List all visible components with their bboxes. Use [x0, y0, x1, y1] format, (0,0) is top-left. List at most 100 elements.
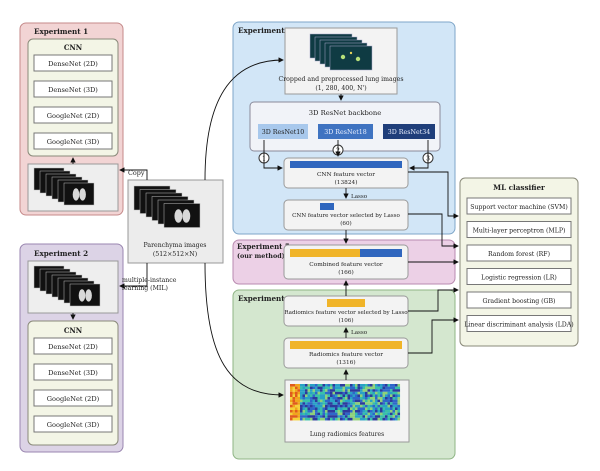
ml-classifier-item-label-3: Random forest (RF) [488, 251, 550, 258]
radiomics-feature-vector-size: (1316) [336, 359, 355, 366]
experiment-2-model-box-2 [33, 363, 113, 381]
cropped-images-shape: (1, 280, 400, N') [315, 85, 366, 92]
ml-classifier-item-2 [466, 221, 572, 238]
experiment-1-stack-slice-6 [63, 182, 95, 206]
lung-radiomics-heatmap [290, 384, 401, 421]
ml-classifier-items: Support vector machine (SVM) Multi-layer … [464, 197, 574, 332]
ml-classifier-item-6 [466, 315, 572, 332]
radiomics-feature-vector-bar [290, 341, 402, 349]
radiomics-selected-vector-size: (106) [338, 317, 353, 324]
arrow-resnet10-to-cnn-fv [263, 140, 283, 171]
experiment-2-model-box-3 [33, 389, 113, 407]
experiment-1-model-label-1: DenseNet (2D) [48, 60, 98, 68]
ml-classifier-item-3 [466, 244, 572, 262]
arrow-radiomics-fv-to-ml [408, 317, 459, 354]
arrow-cnn-selected-to-ml [408, 213, 459, 249]
cnn-selected-vector-label: CNN feature vector selected by Lasso [292, 213, 400, 219]
experiment-2-cnn-title: CNN [64, 326, 83, 335]
parenchyma-label: Parenchyma images [144, 242, 207, 249]
cnn-feature-vector-bar [290, 161, 402, 168]
combined-radiomics-part [290, 249, 360, 257]
combined-cnn-part [360, 249, 402, 257]
arrow-parenchyma-copy [119, 167, 148, 180]
experiment-1-model-box-4 [33, 132, 113, 150]
ml-classifier-item-label-2: Multi-layer perceptron (MLP) [473, 228, 566, 235]
experiment-4-title: Experiment 4 [238, 294, 292, 303]
experiment-1-models: DenseNet (2D) DenseNet (3D) GoogleNet (2D)… [33, 54, 113, 150]
experiment-1-model-box-2 [33, 80, 113, 98]
ml-classifier-item-5 [466, 291, 572, 309]
radiomics-selected-vector-label: Radiomics feature vector selected by Las… [284, 310, 408, 316]
cnn-selected-vector-bar [320, 203, 334, 210]
experiment-1-image-stack [33, 167, 95, 206]
cropped-slice-5 [329, 45, 373, 71]
cropped-images-label: Cropped and preprocessed lung images [278, 76, 403, 83]
experiment-4-panel: Experiment 4 Radiomics feature vector se… [232, 289, 456, 460]
ml-classifier-panel: ML classifier Support vector machine (SV… [459, 177, 579, 347]
cnn-feature-vector-label: CNN feature vector [317, 172, 375, 178]
experiment-1-model-label-4: GoogleNet (3D) [47, 138, 100, 146]
radiomics-selected-vector-bar [327, 299, 365, 307]
experiment-1-panel: Experiment 1 CNN DenseNet (2D)DenseNet (… [19, 22, 124, 216]
experiment-2-model-label-1: DenseNet (2D) [48, 343, 98, 351]
experiment-1-model-label-3: GoogleNet (2D) [47, 112, 100, 120]
arrow-parenchyma-mil [119, 263, 148, 289]
experiment-2-panel: Experiment 2 CNN DenseNet (2D)DenseNet (… [19, 243, 124, 453]
experiment-2-model-label-2: DenseNet (3D) [48, 369, 98, 377]
experiment-2-stack-slice-7 [69, 283, 101, 307]
parenchyma-block: Parenchyma images (512×512×N) [127, 179, 224, 264]
experiment-3-panel: Experiment 3 Cropped and preprocessed lu… [232, 21, 456, 235]
lung-radiomics-label: Lung radiomics features [310, 431, 384, 438]
parenchyma-stack-slice-6 [163, 203, 201, 228]
mil-label-line1: multiple-instance [122, 277, 177, 284]
cnn-feature-vector-size: (13824) [335, 179, 358, 186]
arrow-parenchyma-to-cropped [204, 57, 284, 181]
radiomics-feature-vector-label: Radiomics feature vector [309, 352, 383, 358]
experiment-1-title: Experiment 1 [34, 27, 88, 36]
experiment-2-model-box-1 [33, 337, 113, 355]
lasso-label-radiomics: Lasso [351, 330, 368, 336]
experiment-5-title: Experiment 5 [237, 242, 290, 251]
resnet34-label: 3D ResNet34 [388, 129, 431, 136]
experiment-1-model-label-2: DenseNet (3D) [48, 86, 98, 94]
resnet18-block [318, 124, 373, 139]
resnet18-label: 3D ResNet18 [324, 129, 367, 136]
cropped-image-stack [309, 33, 373, 71]
cnn-selected-vector-size: (60) [340, 220, 351, 227]
experiment-5-subtitle: (our method) [237, 252, 285, 260]
experiment-3-title: Experiment 3 [238, 26, 292, 35]
resnet10-label: 3D ResNet10 [262, 129, 305, 136]
resnet34-block [383, 124, 435, 139]
ml-classifier-item-label-4: Logistic regression (LR) [481, 275, 557, 282]
ml-classifier-item-label-1: Support vector machine (SVM) [470, 204, 568, 211]
parenchyma-size: (512×512×N) [153, 251, 197, 258]
experiment-2-image-stack [33, 265, 101, 307]
resnet-backbone-title: 3D ResNet backbone [309, 109, 382, 117]
ml-classifier-item-4 [466, 268, 572, 285]
copy-label: Copy [128, 169, 145, 177]
ml-classifier-item-label-5: Gradient boosting (GB) [483, 298, 556, 305]
arrow-cnn-fv-to-ml [408, 171, 459, 219]
resnet10-block [258, 124, 308, 139]
arrow-radiomics-selected-to-ml [408, 287, 459, 312]
ml-classifier-item-label-6: Linear discriminant analysis (LDA) [464, 322, 573, 329]
parenchyma-image-stack [133, 185, 201, 228]
ml-classifier-item-1 [466, 197, 572, 215]
experiment-2-model-box-4 [33, 415, 113, 433]
experiment-2-model-label-3: GoogleNet (2D) [47, 395, 100, 403]
connectors [70, 57, 459, 398]
experiment-2-title: Experiment 2 [34, 249, 88, 258]
experiment-2-models: DenseNet (2D) DenseNet (3D) GoogleNet (2D)… [33, 337, 113, 433]
lasso-label-cnn: Lasso [351, 194, 368, 200]
experiment-2-model-label-4: GoogleNet (3D) [47, 421, 100, 429]
mil-label-line2: learning (MIL) [122, 285, 168, 292]
experiment-1-model-box-3 [33, 106, 113, 124]
combined-feature-vector-size: (166) [338, 269, 354, 276]
arrow-parenchyma-to-radiomics [204, 262, 284, 398]
combined-feature-vector-label: Combined feature vector [309, 262, 383, 268]
arrow-resnet34-to-cnn-fv [409, 140, 429, 171]
experiment-1-cnn-title: CNN [64, 43, 83, 52]
experiment-1-model-box-1 [33, 54, 113, 72]
